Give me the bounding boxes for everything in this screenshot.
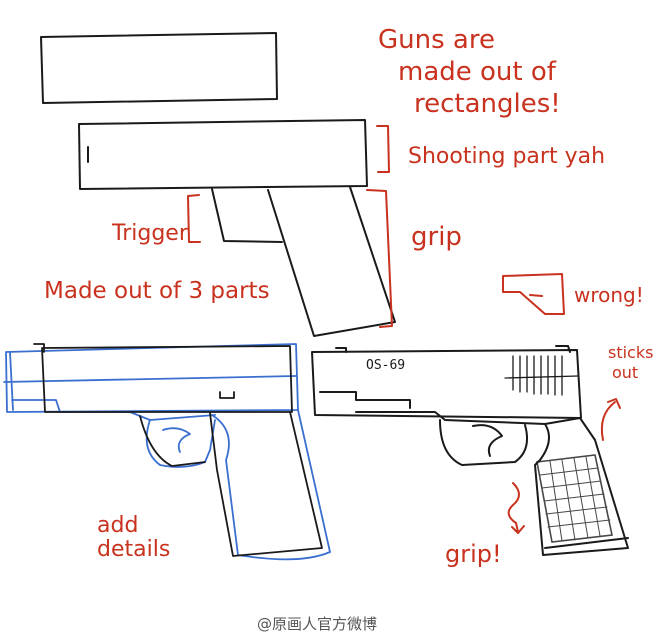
left-gun-sight — [33, 343, 45, 353]
grip-texture-v — [549, 456, 601, 542]
right-gun-trigger-guard — [439, 419, 528, 466]
blue-trigger-guard — [145, 419, 216, 468]
right-gun-rear-sight — [555, 345, 571, 353]
watermark: @原画人官方微博 — [257, 615, 377, 633]
rectangle-slide — [78, 119, 368, 190]
grip-part — [267, 186, 396, 337]
note-grip: grip — [411, 222, 462, 252]
ejection-line — [504, 375, 579, 379]
note-made-of-parts: Made out of 3 parts — [44, 278, 270, 304]
note-guns-line1: Guns are — [378, 25, 495, 55]
trigger-part — [211, 188, 283, 243]
rectangle-top — [40, 32, 278, 104]
blue-slide — [5, 343, 299, 413]
right-gun-frame-top — [319, 391, 411, 409]
grip-texture-h — [539, 467, 611, 528]
note-guns-line2: made out of — [398, 57, 557, 87]
shooting-bracket — [376, 125, 390, 173]
slide-serrations — [512, 355, 563, 396]
gun-label: OS-69 — [366, 358, 405, 373]
grip-bracket — [366, 189, 393, 328]
blue-trigger — [162, 427, 191, 453]
note-guns-line3: rectangles! — [414, 89, 561, 119]
sticks-out-arrow — [600, 398, 621, 441]
grip-panel — [536, 454, 613, 543]
grip-squiggle — [507, 482, 525, 534]
note-sticks: sticks — [608, 343, 653, 362]
note-add: add — [97, 513, 138, 538]
blue-slide-inner — [3, 351, 297, 411]
right-gun-grip — [534, 417, 629, 556]
note-grip-bottom: grip! — [445, 540, 502, 568]
right-gun-trigger — [472, 424, 503, 457]
right-gun-front-sight — [335, 347, 347, 353]
note-trigger: Trigger — [111, 221, 189, 246]
note-details: details — [97, 537, 170, 562]
note-wrong: wrong! — [574, 283, 644, 307]
left-gun-trigger-guard — [139, 415, 206, 467]
right-gun-grip-base — [544, 537, 629, 549]
wrong-shape — [502, 273, 565, 315]
left-gun-slide — [41, 345, 293, 413]
wrong-notch — [529, 294, 543, 297]
note-out: out — [612, 363, 638, 382]
trigger-bracket — [187, 194, 201, 243]
left-gun-notch — [219, 391, 235, 399]
note-shooting: Shooting part yah — [408, 144, 605, 169]
right-gun-frame — [355, 411, 581, 425]
left-gun-grip — [209, 411, 323, 557]
